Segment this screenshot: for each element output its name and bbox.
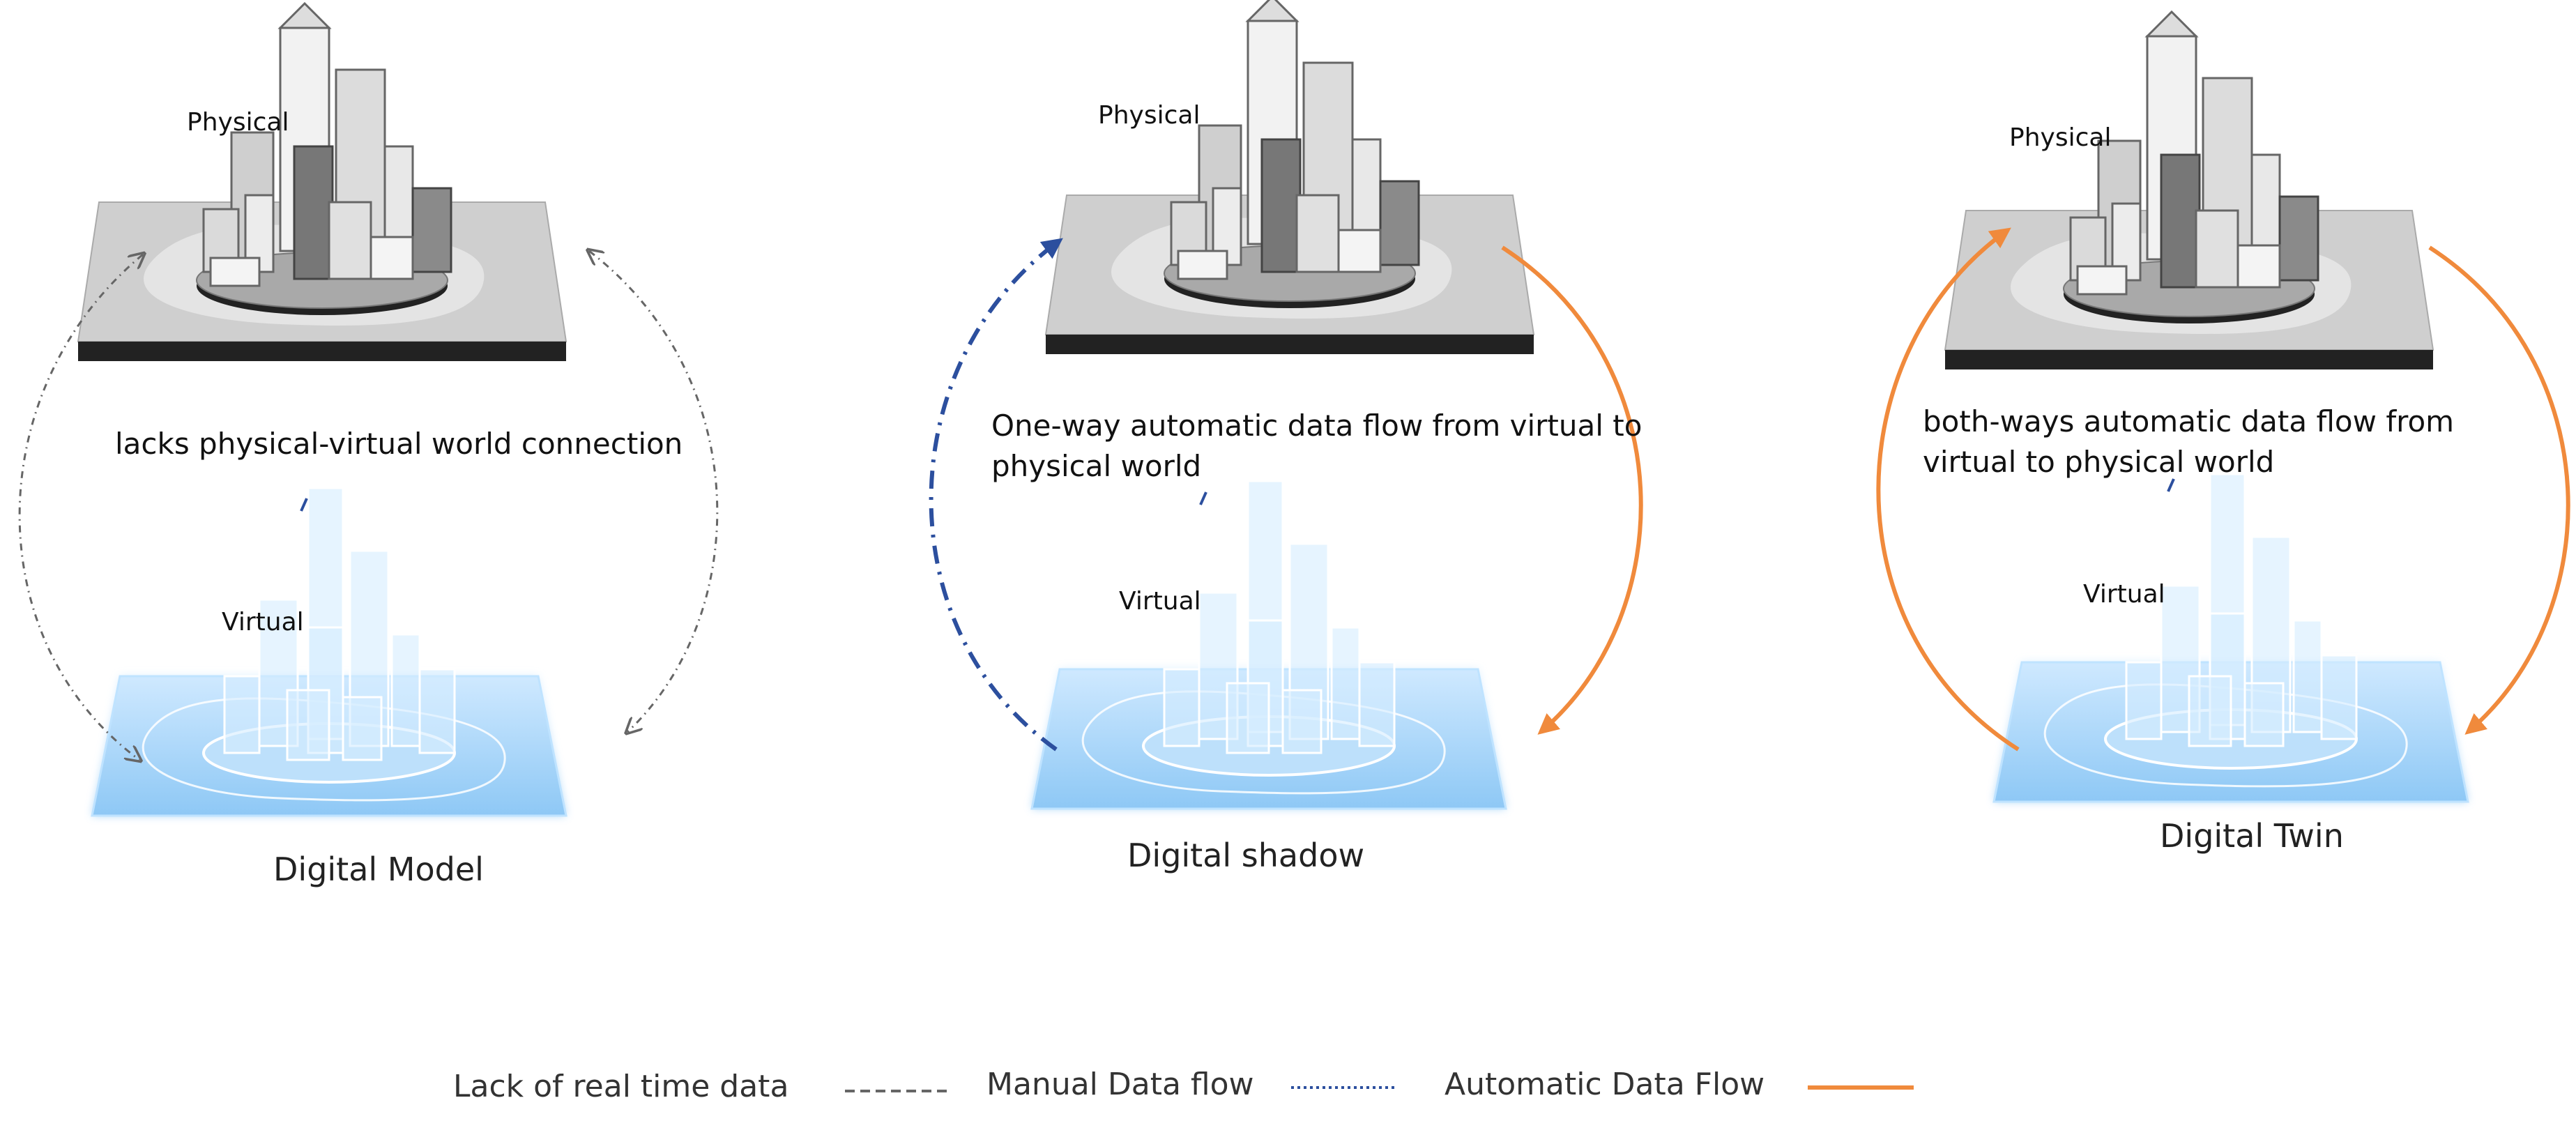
description-3: both-ways automatic data flow from virtu…	[1923, 404, 2455, 479]
virtual-label-3: Virtual	[2083, 580, 2165, 609]
physical-city-model-1	[77, 2, 567, 363]
automatic-data-arrow-down	[2428, 245, 2570, 735]
physical-city-model-2	[1044, 0, 1535, 356]
panel-digital-shadow	[929, 0, 1643, 809]
legend	[845, 1085, 1914, 1092]
legend-lack-label: Lack of real time data	[453, 1069, 789, 1104]
virtual-city-model-1	[92, 488, 566, 816]
manual-data-arrow	[929, 238, 1063, 752]
automatic-data-arrow-up	[1876, 227, 2020, 752]
panel-digital-model	[18, 2, 719, 816]
title-digital-twin: Digital Twin	[2160, 817, 2344, 855]
virtual-city-model-3	[1994, 474, 2468, 802]
virtual-city-model-2	[1032, 481, 1506, 809]
title-digital-shadow: Digital shadow	[1127, 837, 1365, 874]
tick-mark-3	[2167, 478, 2175, 492]
physical-city-model-3	[1944, 10, 2434, 371]
description-2: One-way automatic data flow from virtual…	[991, 409, 1643, 483]
legend-automatic-label: Automatic Data Flow	[1445, 1067, 1765, 1102]
lack-data-arrow-left	[18, 254, 143, 760]
physical-label-2: Physical	[1098, 101, 1201, 130]
description-1: lacks physical-virtual world connection	[115, 427, 683, 461]
virtual-label-1: Virtual	[222, 608, 304, 636]
lack-data-arrow-right	[589, 251, 719, 732]
physical-label-1: Physical	[187, 108, 289, 137]
automatic-data-arrow-shadow	[1501, 245, 1643, 735]
panel-digital-twin	[1876, 10, 2570, 802]
legend-manual-label: Manual Data flow	[986, 1067, 1254, 1102]
physical-label-3: Physical	[2009, 123, 2112, 152]
tick-mark-1	[300, 498, 308, 512]
virtual-label-2: Virtual	[1119, 587, 1201, 616]
title-digital-model: Digital Model	[273, 851, 484, 888]
tick-mark-2	[1199, 491, 1207, 505]
